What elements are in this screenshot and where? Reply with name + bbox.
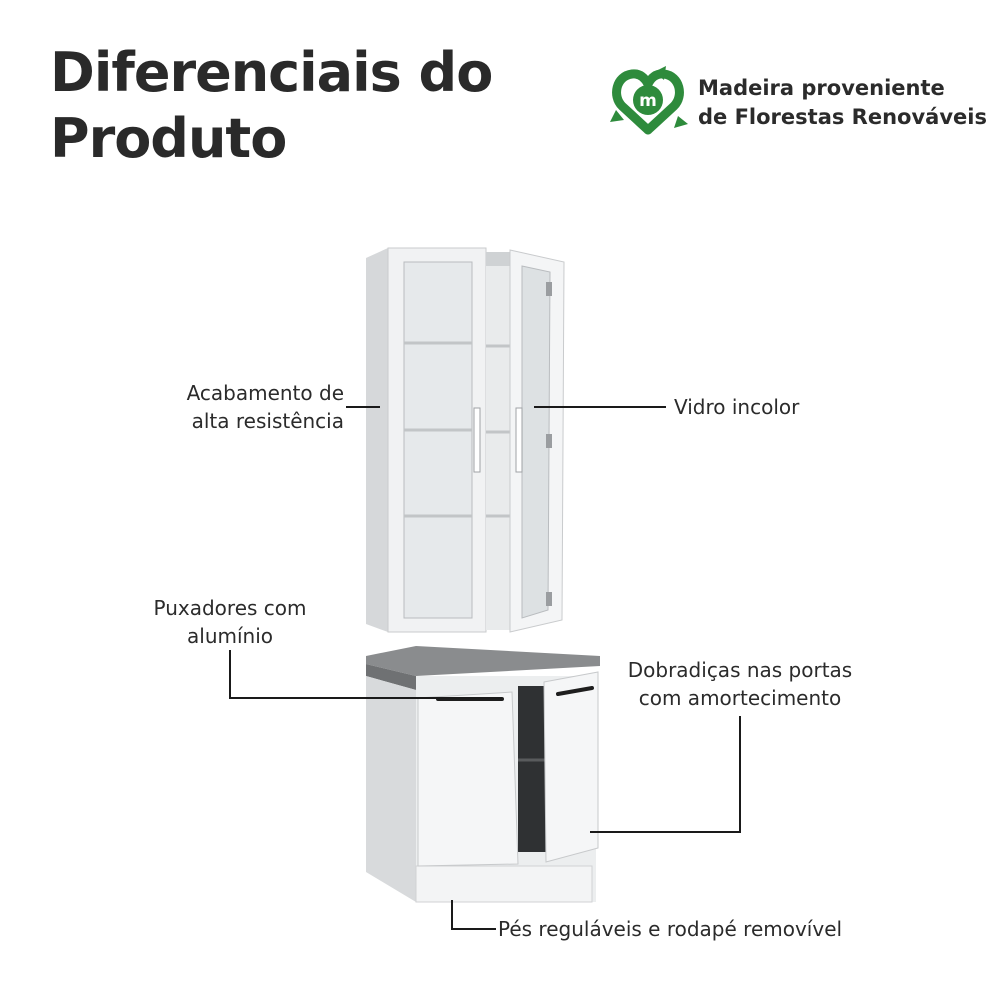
callout-finish-line-1: Acabamento de bbox=[186, 381, 344, 405]
lower-cabinet bbox=[366, 646, 600, 903]
leader-lines bbox=[229, 406, 741, 930]
callout-finish-line-2: alta resistência bbox=[191, 409, 344, 433]
callout-feet-line-1: Pés reguláveis e rodapé removível bbox=[498, 917, 843, 941]
badge-letter: m bbox=[639, 91, 657, 111]
page-title-line-2: Produto bbox=[50, 107, 287, 170]
upper-cabinet bbox=[366, 247, 565, 633]
recycle-heart-icon: m bbox=[610, 66, 688, 135]
badge-caption-line-1: Madeira proveniente bbox=[698, 76, 945, 100]
badge-caption-line-2: de Florestas Renováveis bbox=[698, 105, 987, 129]
callout-handles-line-2: alumínio bbox=[187, 624, 273, 648]
callout-finish: Acabamento de alta resistência bbox=[176, 379, 344, 435]
callout-glass: Vidro incolor bbox=[674, 393, 799, 421]
callout-handles-line-1: Puxadores com bbox=[153, 596, 307, 620]
badge-caption: Madeira proveniente de Florestas Renováv… bbox=[698, 74, 987, 132]
callout-handles: Puxadores com alumínio bbox=[140, 594, 320, 650]
callout-feet: Pés reguláveis e rodapé removível bbox=[498, 915, 842, 943]
page-title-line-1: Diferenciais do bbox=[50, 41, 493, 104]
callout-hinges: Dobradiças nas portas com amortecimento bbox=[612, 656, 868, 712]
callout-glass-line-1: Vidro incolor bbox=[674, 395, 800, 419]
callout-hinges-line-2: com amortecimento bbox=[638, 686, 842, 710]
page-title: Diferenciais do Produto bbox=[50, 40, 493, 172]
callout-hinges-line-1: Dobradiças nas portas bbox=[627, 658, 853, 682]
